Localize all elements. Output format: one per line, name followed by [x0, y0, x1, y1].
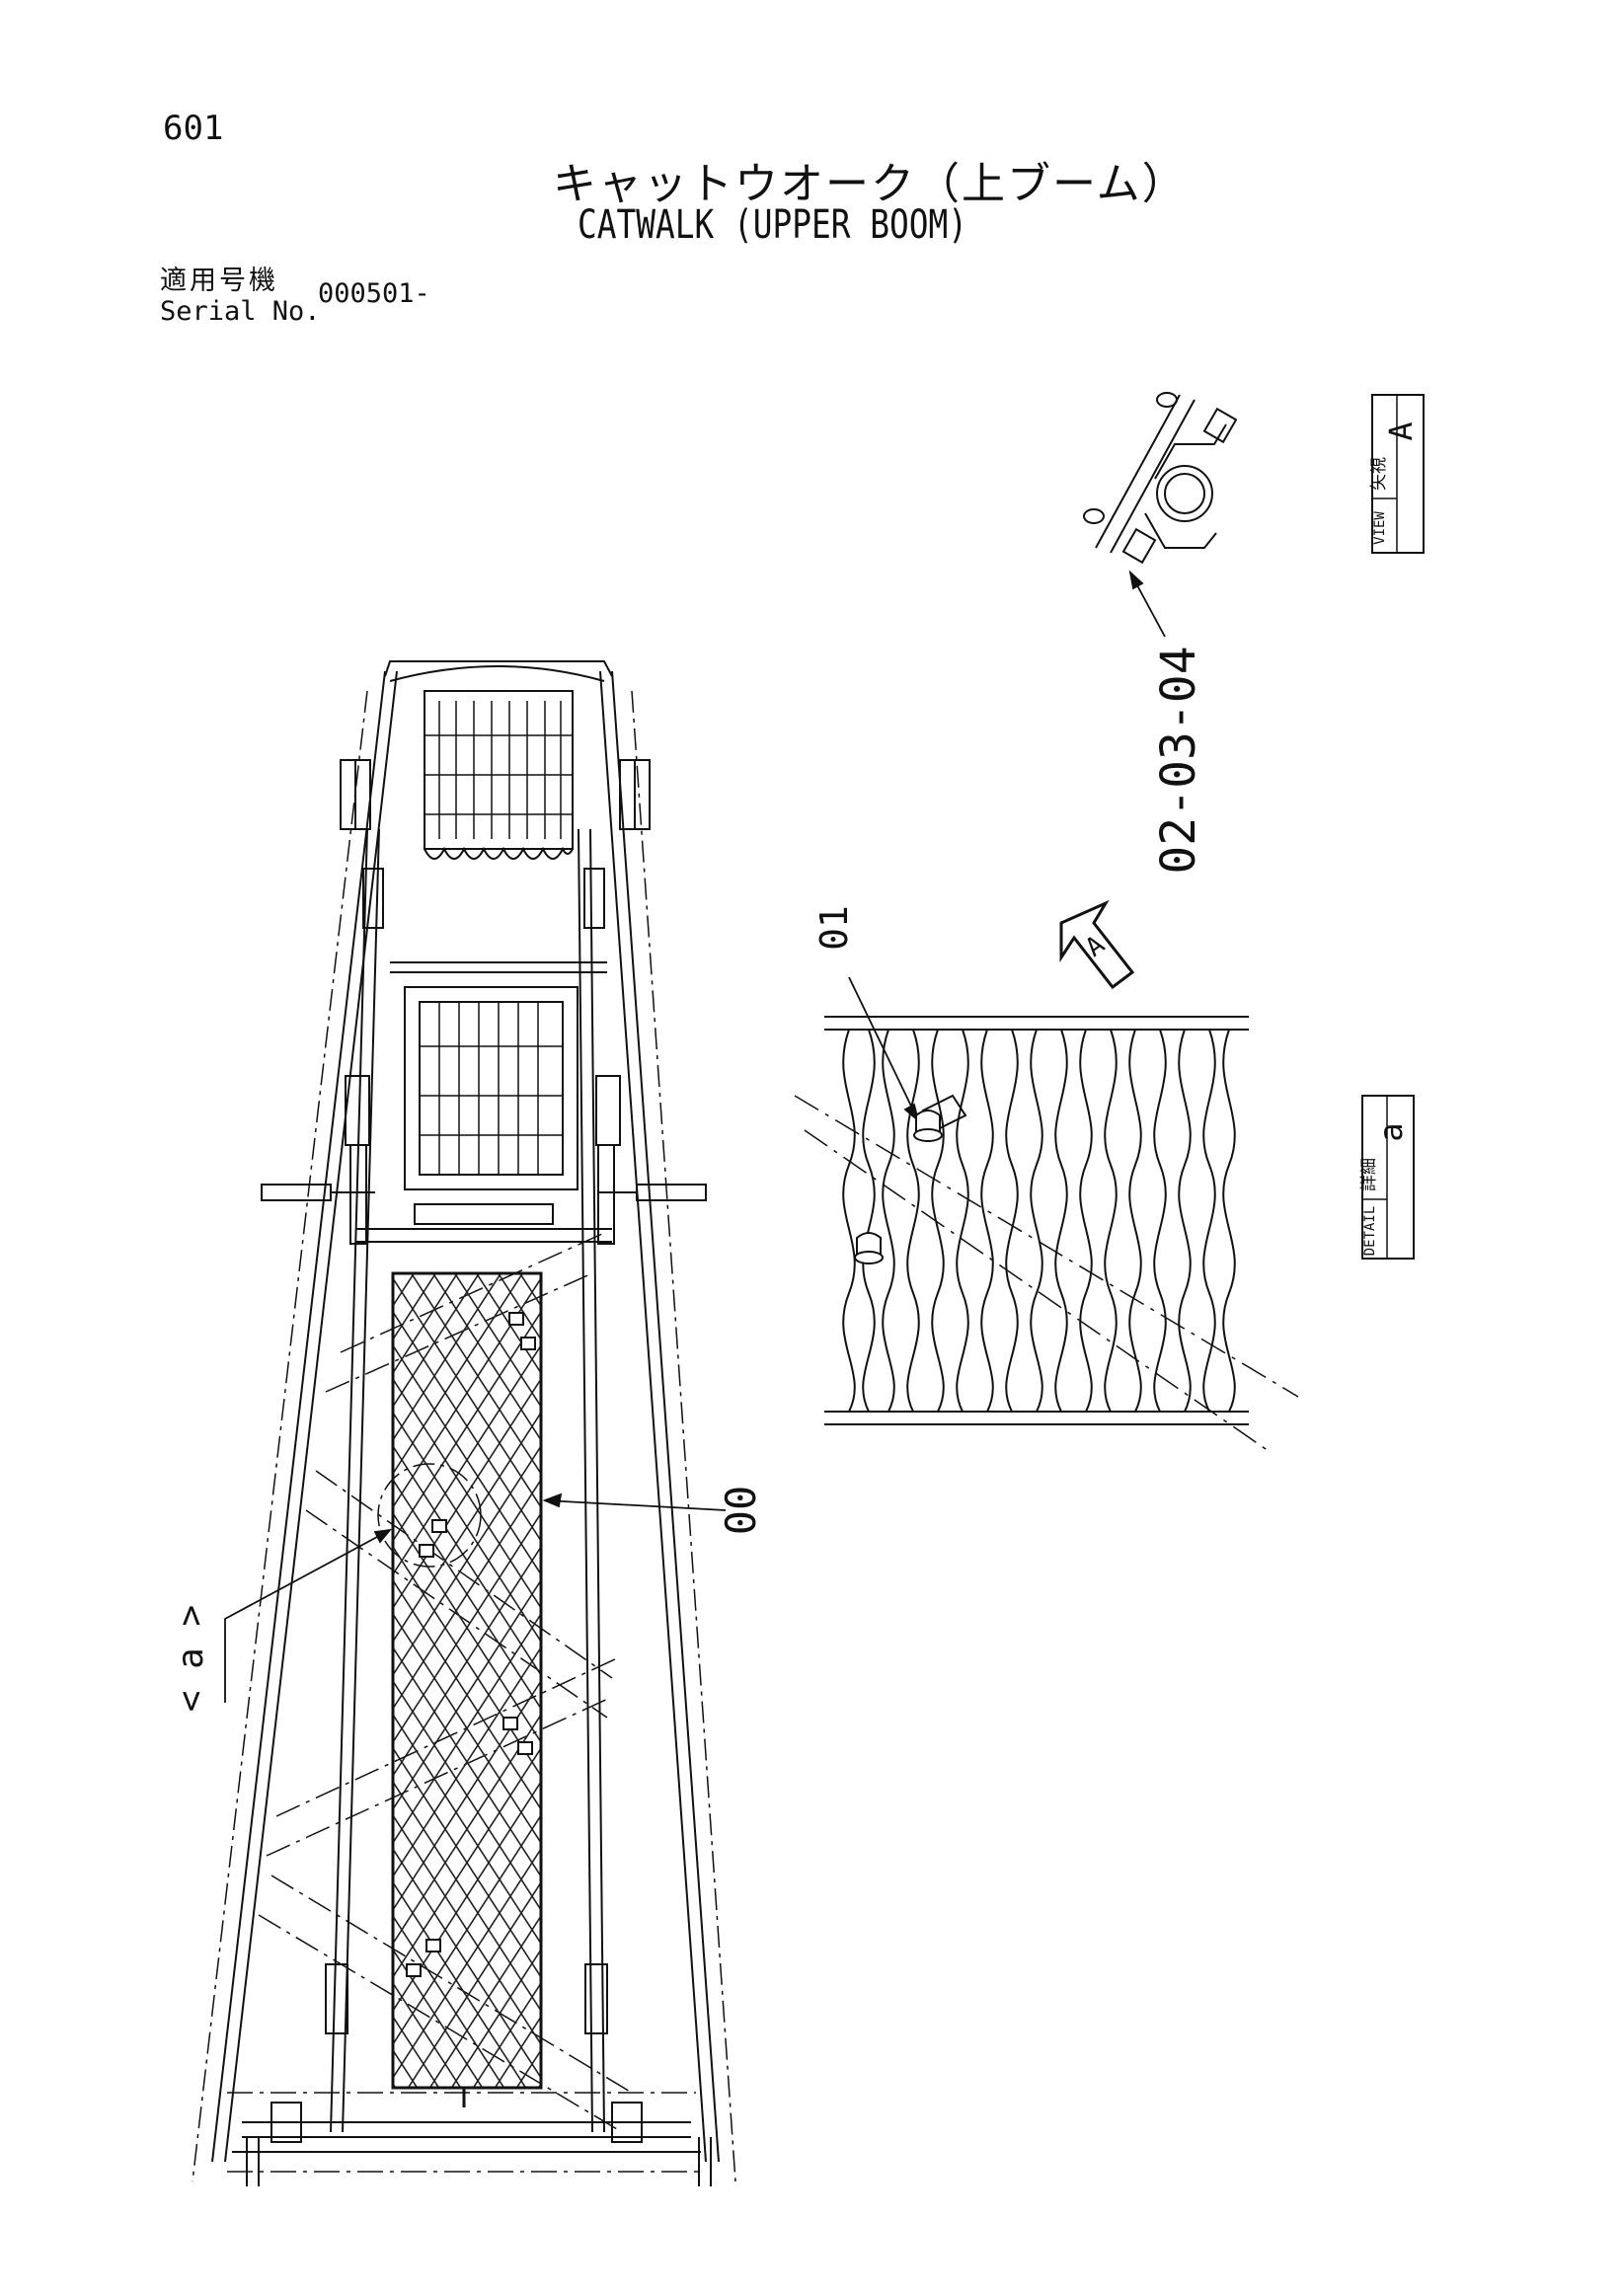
serial-number-value: 000501- [318, 278, 430, 309]
detail-circle [377, 1463, 482, 1568]
detail-box-ja: 詳細 [1359, 1158, 1379, 1191]
callout-part-00: 00 [717, 1486, 765, 1536]
leader-lines [224, 570, 1166, 1703]
view-arrow-a: A [1059, 899, 1135, 990]
view-box-en: VIEW [1372, 511, 1388, 545]
serial-label-english: Serial No. [160, 296, 321, 327]
title-english: CATWALK (UPPER BOOM) [578, 202, 967, 248]
serial-label-japanese: 適用号機 [160, 266, 278, 296]
view-a-clamp [1083, 392, 1238, 565]
boom-assembly [192, 660, 736, 2186]
view-box-letter: A [1382, 421, 1420, 440]
page-number: 601 [163, 109, 224, 148]
view-box-ja: 矢視 [1369, 457, 1389, 491]
view-a-label-box: 矢視 VIEW A [1369, 394, 1425, 554]
detail-box-letter: a [1372, 1122, 1410, 1141]
detail-a-grating [794, 1016, 1299, 1452]
callout-part-01: 01 [812, 905, 856, 951]
title-japanese: キャットウオーク（上ブーム） [553, 159, 1188, 209]
callout-part-bolt: 02-03-04 [1151, 646, 1206, 874]
callout-detail-ref: < a > [171, 1605, 211, 1712]
detail-clip [854, 1110, 943, 1264]
catwalk-grating [391, 1271, 543, 2107]
detail-box-en: DETAIL [1362, 1206, 1378, 1257]
detail-a-label-box: 詳細 DETAIL a [1359, 1095, 1415, 1260]
mounting-clips [406, 1312, 536, 1977]
